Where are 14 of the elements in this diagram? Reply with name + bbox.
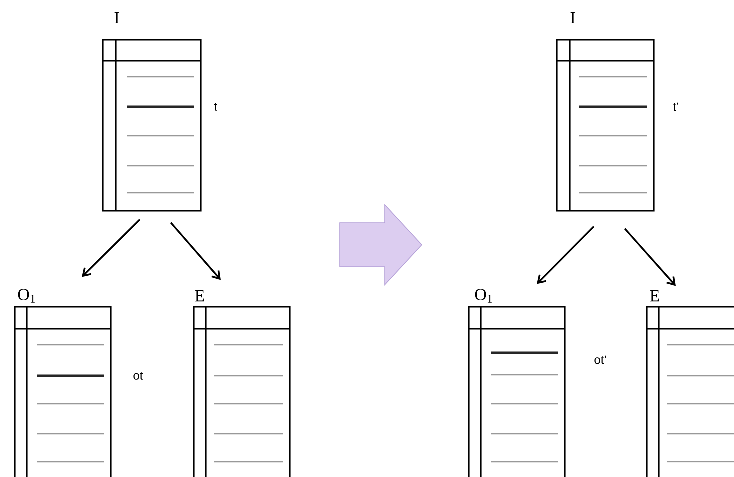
arrow [624, 228, 676, 286]
table-name: I [114, 12, 120, 24]
row-label: ot [134, 372, 144, 380]
table-name: E [650, 290, 660, 302]
row-label: ot’ [594, 356, 606, 364]
row-label: t’ [673, 102, 678, 112]
row-label: t [214, 103, 218, 111]
arrow [82, 219, 141, 278]
arrow [537, 226, 595, 284]
table-name: I [570, 12, 576, 24]
table-name: O$_{1}$ [475, 289, 492, 303]
table-name: O$_{1}$ [18, 289, 36, 303]
table-name: E [195, 290, 204, 302]
arrow [170, 222, 221, 280]
